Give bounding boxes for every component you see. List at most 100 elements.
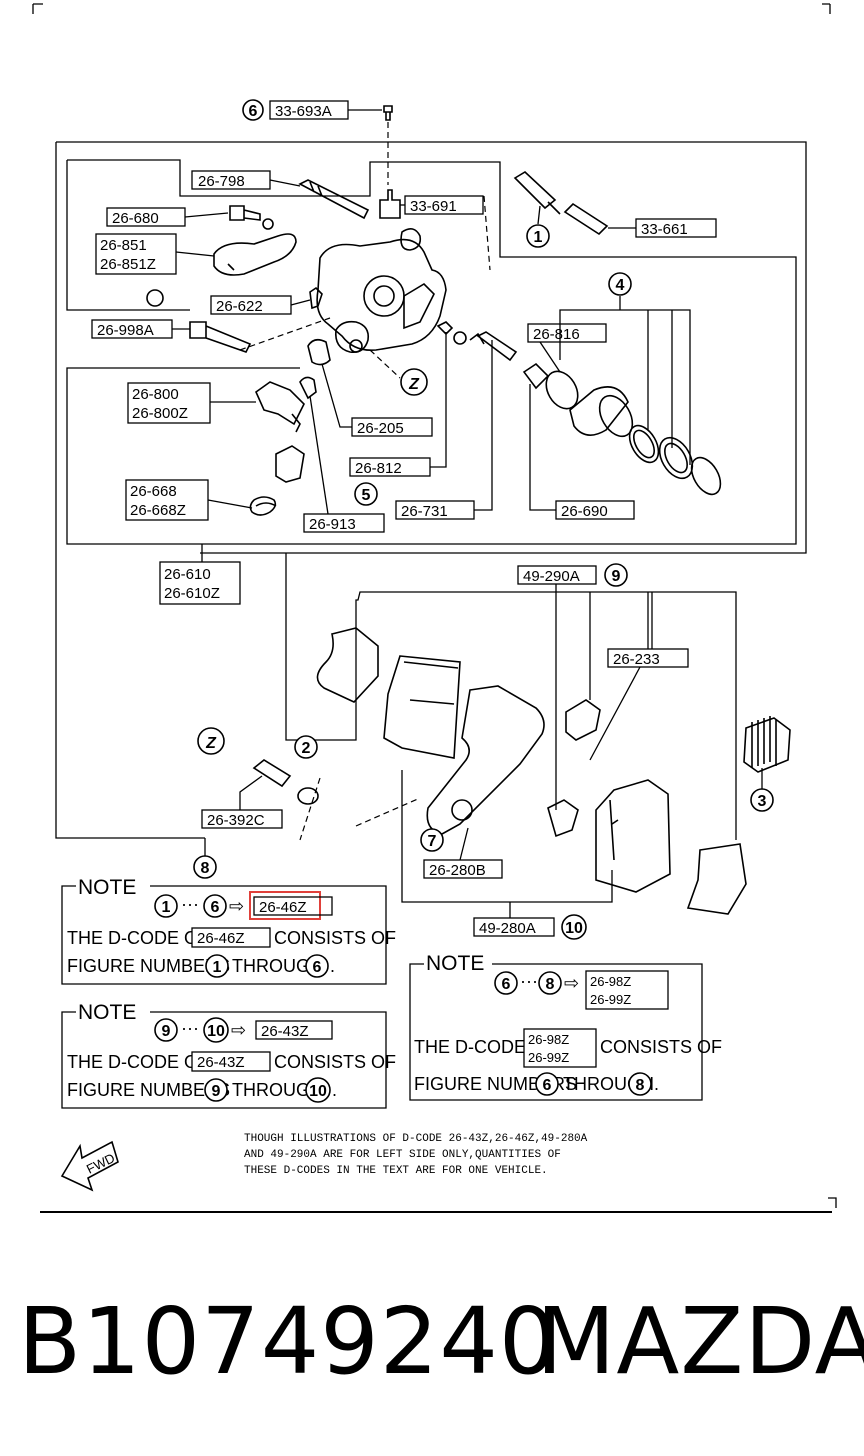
part-33-691[interactable]: 33-691 [379, 189, 491, 271]
svg-text:26-43Z: 26-43Z [261, 1023, 309, 1040]
svg-text:26-800: 26-800 [132, 386, 179, 403]
corner-mark-right [822, 3, 831, 14]
svg-text:FIGURE NUMBERS: FIGURE NUMBERS [414, 1074, 577, 1094]
svg-text:26-99Z: 26-99Z [528, 1050, 569, 1065]
svg-text:6: 6 [502, 976, 511, 993]
part-26-731[interactable]: 26-731 [395, 321, 518, 520]
part-26-913[interactable]: 26-913 5 [275, 376, 385, 533]
svg-text:26-798: 26-798 [198, 173, 245, 190]
svg-text:26-622: 26-622 [216, 298, 263, 315]
svg-text:10: 10 [309, 1083, 327, 1100]
svg-text:49-280A: 49-280A [479, 920, 536, 937]
note-1: NOTE 1 ··· 6 ⇨ 26-46Z THE D-CODE OF 26-4… [61, 876, 396, 985]
pad-outer[interactable] [595, 779, 671, 893]
kit-circle-z-pad[interactable]: Z [197, 727, 225, 755]
part-26-998a[interactable]: 26-998A [91, 319, 252, 353]
svg-text:1: 1 [534, 229, 543, 246]
part-26-668[interactable]: 26-668 26-668Z [125, 479, 277, 521]
svg-text:THE D-CODE OF: THE D-CODE OF [67, 1052, 209, 1072]
caliper-bracket[interactable] [426, 685, 545, 835]
svg-text:THROUGH: THROUGH [232, 956, 323, 976]
svg-text:THESE D-CODES IN THE TEXT ARE: THESE D-CODES IN THE TEXT ARE FOR ONE VE… [244, 1165, 548, 1177]
svg-text:3: 3 [758, 793, 767, 810]
svg-text:26-205: 26-205 [357, 420, 404, 437]
svg-text:26-46Z: 26-46Z [197, 930, 245, 947]
svg-text:26-280B: 26-280B [429, 862, 486, 879]
kit-circle-8[interactable]: 8 [193, 838, 217, 879]
part-33-661[interactable]: 33-661 1 [513, 171, 717, 248]
kit-circle-4[interactable]: 4 [559, 272, 691, 465]
svg-text:26-812: 26-812 [355, 460, 402, 477]
part-26-851[interactable]: 26-851 26-851Z [95, 233, 297, 276]
washer-part[interactable] [146, 289, 164, 307]
fwd-arrow-icon: FWD [60, 1140, 119, 1192]
pad-wear-indicator[interactable]: 3 [743, 716, 791, 812]
svg-text:···: ··· [520, 971, 538, 991]
svg-text:26-731: 26-731 [401, 503, 448, 520]
svg-text:.: . [654, 1074, 659, 1094]
svg-text:26-46Z: 26-46Z [259, 899, 307, 916]
svg-text:6: 6 [313, 959, 322, 976]
disclaimer-text: THOUGH ILLUSTRATIONS OF D-CODE 26-43Z,26… [244, 1133, 588, 1177]
svg-text:8: 8 [546, 976, 555, 993]
svg-text:···: ··· [181, 1018, 199, 1038]
part-26-233[interactable]: 26-233 [589, 648, 689, 761]
svg-text:NOTE: NOTE [78, 1001, 136, 1024]
svg-text:26-98Z: 26-98Z [590, 974, 631, 989]
svg-text:33-661: 33-661 [641, 221, 688, 238]
svg-text:FIGURE NUMBERS: FIGURE NUMBERS [67, 956, 230, 976]
part-26-622[interactable]: 26-622 [210, 286, 323, 315]
svg-text:26-680: 26-680 [112, 210, 159, 227]
svg-text:7: 7 [428, 833, 437, 850]
caliper-body[interactable] [316, 228, 447, 354]
svg-text:6: 6 [543, 1077, 552, 1094]
part-26-800[interactable]: 26-800 26-800Z [127, 381, 305, 433]
svg-text:5: 5 [362, 487, 371, 504]
svg-text:⇨: ⇨ [564, 973, 579, 993]
caliper-group-frame [55, 141, 807, 839]
svg-text:26-98Z: 26-98Z [528, 1032, 569, 1047]
svg-text:CONSISTS OF: CONSISTS OF [274, 1052, 396, 1072]
part-26-610[interactable]: 26-610 26-610Z [159, 561, 241, 605]
svg-text:33-691: 33-691 [410, 198, 457, 215]
part-26-690[interactable]: 26-690 [522, 362, 635, 520]
note-3: NOTE 6 ··· 8 ⇨ 26-98Z 26-99Z THE D-CODE … [409, 952, 722, 1101]
footer: B10749240 MAZDA [0, 1282, 864, 1402]
part-26-680[interactable]: 26-680 [106, 205, 274, 230]
svg-text:···: ··· [181, 894, 199, 914]
svg-text:THE D-CODE OF: THE D-CODE OF [67, 928, 209, 948]
part-26-392c[interactable]: 26-392C [201, 759, 319, 829]
svg-text:26-668: 26-668 [130, 483, 177, 500]
svg-text:26-99Z: 26-99Z [590, 992, 631, 1007]
part-26-205[interactable]: 26-205 [307, 338, 433, 437]
corner-mark-bottom [828, 1197, 837, 1208]
kit-circle-2[interactable]: 2 [294, 735, 318, 759]
svg-text:26-851: 26-851 [100, 237, 147, 254]
part-26-812[interactable]: 26-812 [349, 332, 447, 477]
svg-text:26-233: 26-233 [613, 651, 660, 668]
part-26-280b[interactable]: 7 26-280B [420, 827, 503, 879]
part-49-280a[interactable]: 49-280A 10 [401, 770, 613, 940]
pad-inner[interactable] [383, 655, 461, 759]
part-49-290a[interactable]: 49-290A 9 [517, 563, 653, 810]
shim-left[interactable] [316, 627, 379, 703]
part-33-693a[interactable]: 6 33-693A [242, 99, 393, 121]
svg-text:6: 6 [249, 103, 258, 120]
pad-clips[interactable] [547, 699, 601, 838]
brand-name: MAZDA [536, 1288, 864, 1395]
piston-assembly[interactable] [569, 386, 726, 499]
part-26-798[interactable]: 26-798 [191, 170, 370, 220]
svg-text:Z: Z [408, 376, 420, 393]
svg-text:10: 10 [565, 920, 583, 937]
svg-text:9: 9 [612, 568, 621, 585]
svg-text:10: 10 [207, 1023, 225, 1040]
kit-circle-z-caliper[interactable]: Z [400, 368, 428, 396]
svg-text:26-800Z: 26-800Z [132, 405, 188, 422]
part-26-816[interactable]: 26-816 [527, 323, 607, 414]
note-2: NOTE 9 ··· 10 ⇨ 26-43Z THE D-CODE OF 26-… [61, 1001, 396, 1109]
svg-text:26-610Z: 26-610Z [164, 585, 220, 602]
svg-text:49-290A: 49-290A [523, 568, 580, 585]
shim-right[interactable] [686, 843, 747, 915]
svg-text:9: 9 [212, 1083, 221, 1100]
